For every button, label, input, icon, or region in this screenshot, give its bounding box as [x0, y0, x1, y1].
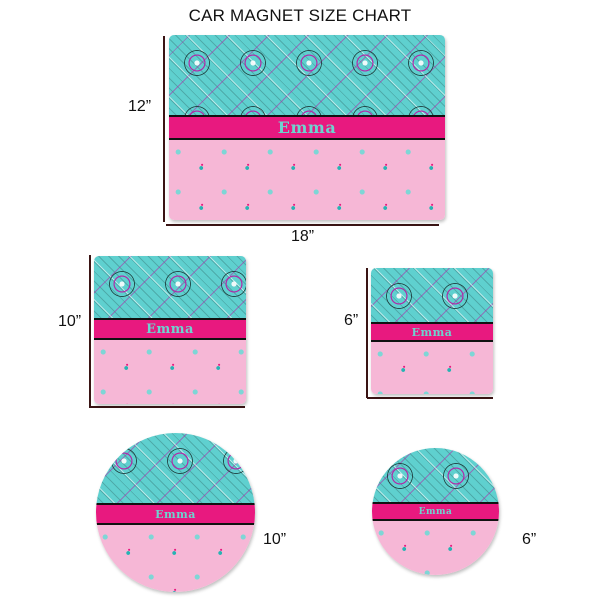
bandana-pattern: [169, 35, 445, 117]
magnet-rectangle-18x12: Emma: [169, 35, 445, 220]
width-measure-bar: [166, 224, 439, 226]
name-text: Emma: [411, 325, 453, 339]
name-band: Emma: [169, 115, 445, 140]
height-measure-bar: [89, 255, 91, 408]
boot-pattern: [169, 140, 445, 220]
bandana-pattern: [94, 256, 246, 320]
width-label-18: 18”: [291, 228, 315, 245]
name-text: Emma: [418, 506, 453, 517]
bandana-pattern: [96, 433, 255, 505]
bandana-pattern: [371, 268, 493, 324]
name-band: Emma: [94, 318, 246, 340]
name-band: Emma: [371, 322, 493, 342]
magnet-square-6: Emma: [371, 268, 493, 394]
width-measure-bar: [90, 406, 245, 408]
bandana-pattern: [372, 448, 499, 504]
size-label-10: 10”: [263, 531, 287, 548]
boot-pattern: [96, 525, 255, 592]
height-label-6: 6”: [344, 312, 359, 329]
name-text: Emma: [277, 118, 337, 137]
height-measure-bar: [366, 268, 368, 398]
boot-pattern: [371, 342, 493, 394]
size-label-6: 6”: [522, 531, 537, 548]
magnet-square-10: Emma: [94, 256, 246, 404]
name-band: Emma: [372, 502, 499, 521]
width-measure-bar: [367, 397, 493, 399]
magnet-circle-10: Emma: [96, 433, 255, 592]
name-band: Emma: [96, 503, 255, 525]
name-text: Emma: [155, 507, 196, 521]
height-measure-bar: [163, 36, 165, 222]
height-label-10: 10”: [58, 313, 82, 330]
boot-pattern: [94, 340, 246, 404]
boot-pattern: [372, 521, 499, 575]
height-label-12: 12”: [128, 98, 152, 115]
magnet-circle-6: Emma: [372, 448, 499, 575]
name-text: Emma: [146, 321, 194, 337]
chart-title: CAR MAGNET SIZE CHART: [188, 6, 412, 25]
